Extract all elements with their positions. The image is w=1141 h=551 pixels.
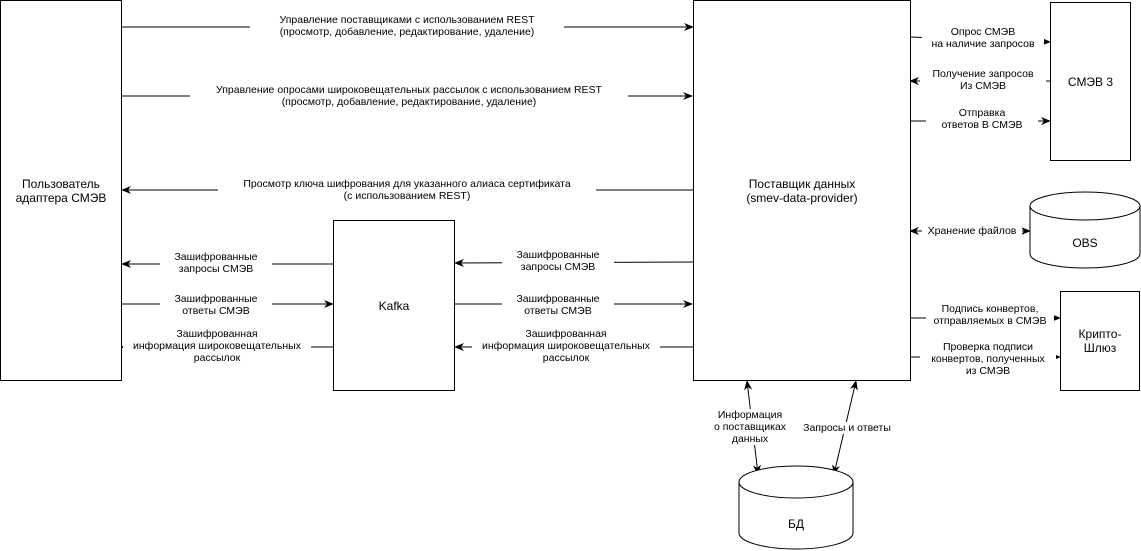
edge-label-db-qa: Запросы и ответы xyxy=(794,422,900,434)
kafka-node: Kafka xyxy=(333,220,455,391)
edge-label-kafka-info-right: Зашифрованная информация широковещательн… xyxy=(472,328,660,364)
smev3-node: СМЭВ 3 xyxy=(1050,2,1131,161)
crypto-node: Крипто- Шлюз xyxy=(1060,291,1140,391)
db-label: БД xyxy=(787,517,804,531)
edge-label-rest-polls: Управление опросами широковещательных ра… xyxy=(190,84,628,108)
edge-label-kafka-req-right: Зашифрованные запросы СМЭВ xyxy=(502,249,614,273)
obs-cylinder xyxy=(1029,191,1141,269)
edge-label-smev-send: Отправка ответов В СМЭВ xyxy=(926,107,1038,131)
edge-label-smev-poll: Опрос СМЭВ на наличие запросов xyxy=(922,26,1044,50)
edge-label-db-info: Информация о поставщиках данных xyxy=(706,409,794,445)
obs-label: OBS xyxy=(1072,236,1098,250)
edge-label-kafka-req-left: Зашифрованные запросы СМЭВ xyxy=(160,251,272,275)
user-node: Пользователь адаптера СМЭВ xyxy=(0,0,122,381)
edge-label-kafka-resp-left: Зашифрованные ответы СМЭВ xyxy=(160,293,272,317)
db-cylinder xyxy=(738,465,854,550)
edge-label-rest-key: Просмотр ключа шифрования для указанного… xyxy=(218,178,596,202)
edge-label-kafka-info-left: Зашифрованная информация широковещательн… xyxy=(123,328,311,364)
edge-label-kafka-resp-right: Зашифрованные ответы СМЭВ xyxy=(502,293,614,317)
provider-node: Поставщик данных (smev-data-provider) xyxy=(693,0,911,381)
edge-label-smev-get: Получение запросов Из СМЭВ xyxy=(920,68,1046,92)
edge-label-obs-store: Хранение файлов xyxy=(922,225,1022,237)
edge-label-crypto-verify: Проверка подписи конвертов, полученных и… xyxy=(920,341,1056,377)
edge-label-rest-suppliers: Управление поставщиками с использованием… xyxy=(250,14,564,38)
edge-label-crypto-sign: Подпись конвертов, отправляемых в СМЭВ xyxy=(926,303,1054,327)
